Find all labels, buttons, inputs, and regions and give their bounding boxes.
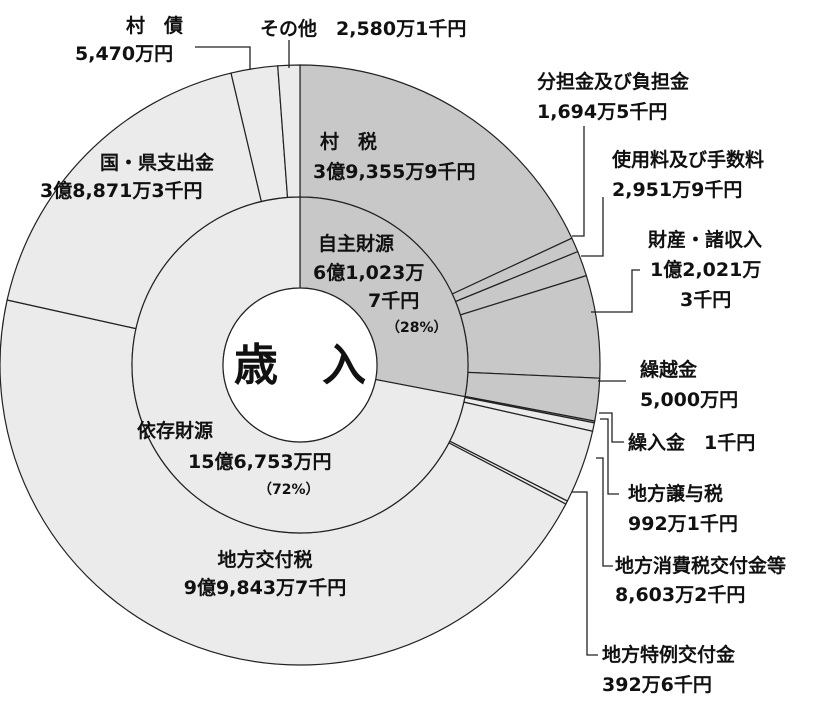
label-zaisan-value2: 3千円 (680, 289, 731, 311)
label-zaisan-value1: 1億2,021万 (650, 258, 761, 281)
label-muraze-name: 村 税 (320, 130, 377, 153)
label-tokurei-value: 392万6千円 (602, 674, 712, 696)
label-jishu-name: 自主財源 (318, 232, 394, 255)
label-buntan-name: 分担金及び負担金 (537, 70, 690, 93)
label-shohi-value: 8,603万2千円 (615, 584, 745, 606)
label-kokuken-name: 国・県支出金 (100, 151, 215, 174)
outer-ring (0, 64, 601, 666)
label-tokurei-name: 地方特例交付金 (602, 643, 736, 666)
label-shiyo-value: 2,951万9千円 (612, 179, 742, 201)
label-kofu-value: 9億9,843万7千円 (184, 576, 347, 599)
label-shohi-name: 地方消費税交付金等 (615, 554, 786, 577)
label-sonsai-value: 5,470万円 (75, 43, 173, 65)
leader-tokurei (572, 491, 598, 656)
label-zaisan-name: 財産・諸収入 (648, 228, 762, 251)
leader-sonsai (195, 46, 251, 70)
label-buntan-value: 1,694万5千円 (537, 101, 667, 123)
label-izon-pct: （72%） (258, 482, 320, 498)
label-jishu-pct: （28%） (386, 320, 448, 336)
label-jishu-value1: 6億1,023万 (313, 261, 424, 284)
label-muraze-value: 3億9,355万9千円 (313, 160, 476, 183)
center-hole (222, 287, 378, 443)
leader-zaisan (591, 269, 640, 313)
label-kokuken-value: 3億8,871万3千円 (40, 179, 203, 202)
leader-shiyo (581, 197, 604, 257)
leader-joyo (600, 418, 619, 495)
leader-shohi (596, 457, 613, 567)
label-sonota: その他 2,580万1千円 (260, 17, 466, 40)
label-joyo-name: 地方譲与税 (628, 482, 723, 505)
label-jishu-value2: 7千円 (368, 290, 419, 312)
label-shiyo-name: 使用料及び手数料 (611, 148, 764, 171)
center-label: 歳 入 (234, 340, 366, 391)
label-sonsai-name: 村 債 (126, 14, 183, 37)
label-kurikoshi-name: 繰越金 (640, 358, 698, 381)
label-izon-name: 依存財源 (137, 419, 213, 442)
label-joyo-value: 992万1千円 (628, 513, 738, 535)
label-izon-value: 15億6,753万円 (188, 450, 332, 473)
leader-kuriire (599, 412, 624, 443)
label-kofu-name: 地方交付税 (217, 548, 312, 571)
label-kurikoshi-value: 5,000万円 (640, 389, 738, 411)
inner-ring (131, 196, 469, 534)
leader-lines (195, 40, 640, 656)
leader-buntan (572, 126, 585, 237)
label-kuriire: 繰入金 1千円 (628, 431, 755, 454)
